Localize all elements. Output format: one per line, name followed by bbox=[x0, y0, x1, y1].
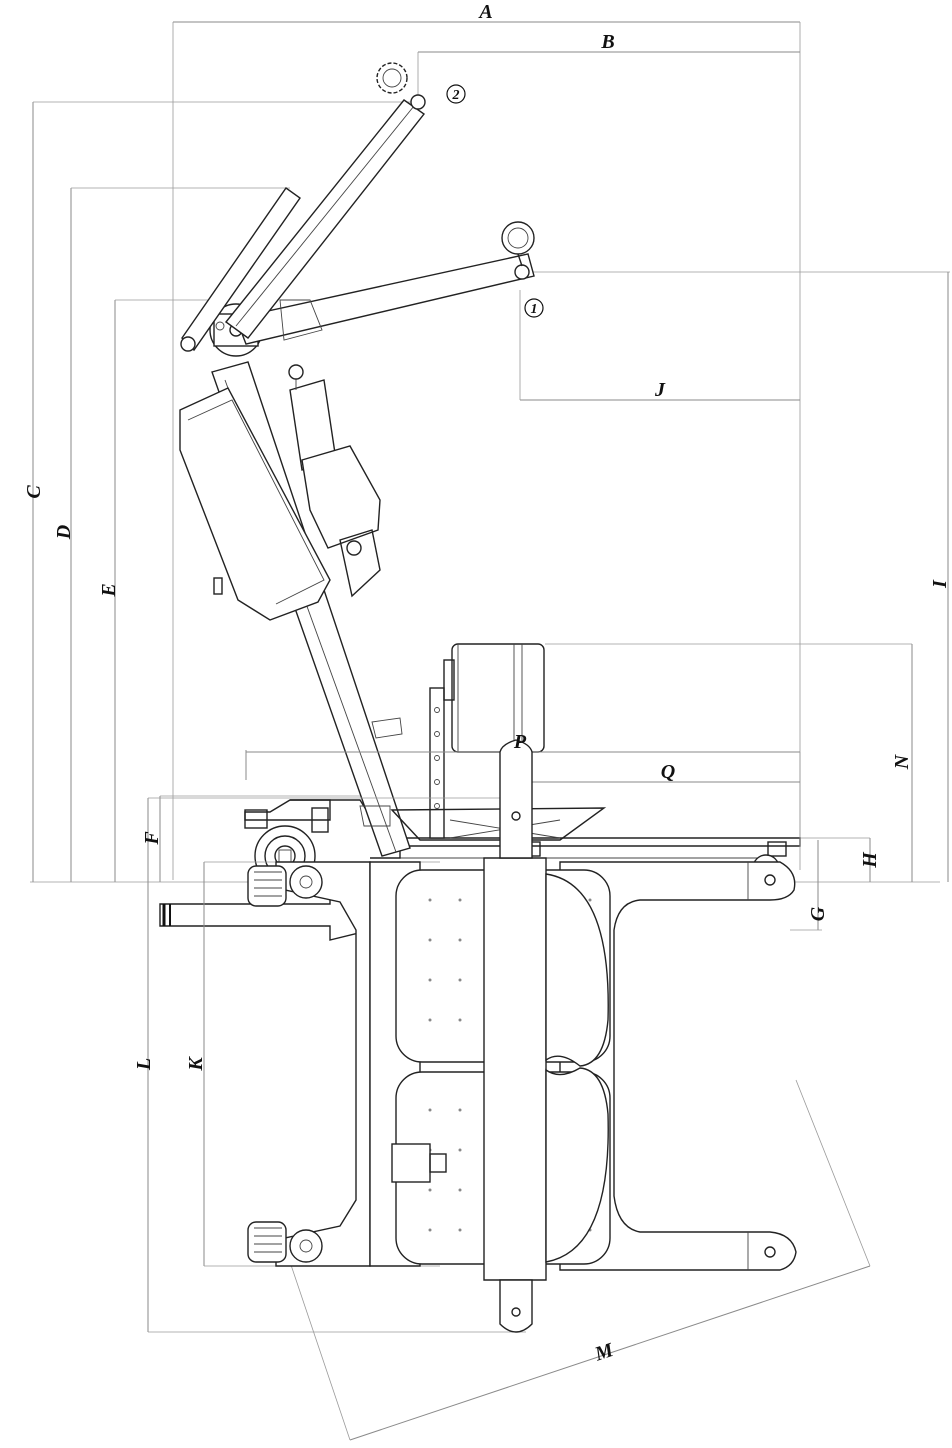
base-leg bbox=[399, 837, 801, 847]
knee-pad bbox=[451, 643, 545, 753]
side-view-lift bbox=[179, 62, 801, 887]
label-i: I bbox=[929, 579, 951, 589]
boom-position-2 bbox=[224, 99, 426, 339]
actuator bbox=[288, 364, 381, 598]
battery-box bbox=[179, 387, 331, 621]
svg-text:1: 1 bbox=[531, 302, 538, 317]
top-view-lift bbox=[247, 739, 797, 1333]
label-b: B bbox=[600, 31, 614, 53]
actuator-motor bbox=[301, 445, 381, 549]
svg-text:2: 2 bbox=[452, 88, 460, 103]
knee-pad-bar bbox=[429, 687, 445, 839]
label-l: L bbox=[133, 1058, 155, 1071]
side-view-dimensions bbox=[30, 21, 950, 931]
label-a: A bbox=[477, 1, 492, 23]
dimension-line-m bbox=[349, 1265, 871, 1441]
foot-plate bbox=[390, 807, 607, 841]
rear-casters-top bbox=[247, 865, 323, 1263]
knee-pad-top bbox=[483, 739, 609, 1333]
label-d: D bbox=[53, 525, 75, 540]
label-j: J bbox=[654, 379, 666, 401]
label-c: C bbox=[23, 485, 45, 499]
position-marker-2 bbox=[446, 84, 466, 104]
label-n: N bbox=[891, 753, 913, 770]
mast-top bbox=[391, 1143, 431, 1183]
label-m: M bbox=[591, 1339, 617, 1366]
label-q: Q bbox=[661, 761, 675, 783]
label-e: E bbox=[98, 583, 120, 597]
label-p: P bbox=[513, 731, 527, 753]
label-k: K bbox=[185, 1056, 207, 1072]
position-markers: 2 1 bbox=[446, 84, 544, 318]
label-h: H bbox=[859, 851, 881, 869]
boom-position-1 bbox=[235, 253, 535, 345]
label-f: F bbox=[141, 831, 163, 846]
label-g: G bbox=[807, 906, 829, 921]
position-marker-1 bbox=[524, 298, 544, 318]
